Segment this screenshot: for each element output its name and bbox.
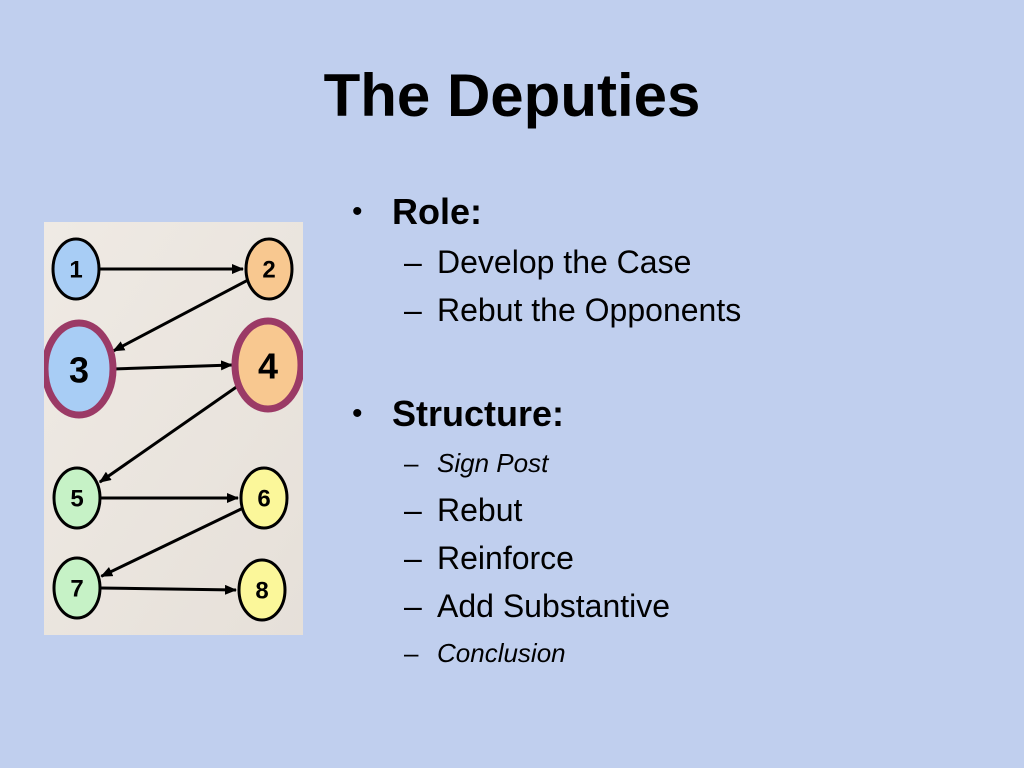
node-1: 1: [51, 237, 101, 301]
node-label-5: 5: [70, 486, 83, 513]
structure-item: – Add Substantive: [352, 582, 1012, 630]
structure-item: – Reinforce: [352, 534, 1012, 582]
role-item-rebut-opponents: Rebut the Opponents: [437, 292, 742, 328]
node-label-2: 2: [262, 257, 275, 284]
node-circle-5: [52, 466, 102, 530]
diagram-canvas: 1 2 3 4 5 6 7 8: [44, 222, 303, 635]
node-circle-8: [237, 558, 287, 622]
item-dash: –: [404, 292, 422, 328]
role-heading: Role:: [392, 191, 482, 232]
structure-item-conclusion: Conclusion: [437, 638, 566, 668]
speaker-order-diagram: 1 2 3 4 5 6 7 8: [44, 222, 303, 635]
node-6: 6: [239, 466, 289, 530]
slide-title: The Deputies: [323, 62, 701, 129]
node-label-4: 4: [258, 346, 278, 387]
node-circle-6: [239, 466, 289, 530]
node-circle-2: [244, 237, 294, 301]
item-dash: –: [404, 540, 422, 576]
node-5: 5: [52, 466, 102, 530]
structure-item-rebut: Rebut: [437, 492, 523, 528]
item-dash: –: [404, 244, 422, 280]
structure-item: – Sign Post: [352, 440, 1012, 486]
item-dash: –: [404, 588, 422, 624]
node-circle-7: [52, 556, 102, 620]
node-label-3: 3: [69, 350, 89, 391]
node-8: 8: [237, 558, 287, 622]
node-label-6: 6: [257, 486, 270, 513]
role-bullet: •: [352, 195, 363, 228]
structure-item-sign-post: Sign Post: [437, 448, 549, 478]
node-4: 4: [231, 317, 303, 413]
node-ring-3: [44, 319, 117, 419]
bullet-list: • Role: – Develop the Case – Rebut the O…: [352, 186, 1012, 676]
structure-item: – Rebut: [352, 486, 1012, 534]
arrow-2-to-3: [112, 278, 249, 353]
structure-section: • Structure: – Sign Post – Rebut – Reinf…: [352, 388, 1012, 676]
arrow-6-to-7: [100, 507, 244, 578]
node-label-1: 1: [69, 257, 82, 284]
arrow-3-to-4: [112, 360, 233, 371]
role-section: • Role: – Develop the Case – Rebut the O…: [352, 186, 1012, 334]
structure-heading: Structure:: [392, 393, 565, 434]
node-7: 7: [52, 556, 102, 620]
role-item: – Rebut the Opponents: [352, 286, 1012, 334]
role-item-develop-case: Develop the Case: [437, 244, 692, 280]
node-3: 3: [44, 319, 117, 419]
structure-item: – Conclusion: [352, 630, 1012, 676]
item-dash: –: [404, 448, 419, 478]
item-dash: –: [404, 638, 419, 668]
structure-item-reinforce: Reinforce: [437, 540, 574, 576]
node-label-7: 7: [70, 576, 83, 603]
node-ring-4: [231, 317, 303, 413]
arrow-4-to-5: [98, 384, 240, 484]
structure-bullet: •: [352, 397, 363, 430]
arrow-7-to-8: [99, 584, 237, 595]
node-circle-1: [51, 237, 101, 301]
role-item: – Develop the Case: [352, 238, 1012, 286]
structure-item-add-substantive: Add Substantive: [437, 588, 671, 624]
item-dash: –: [404, 492, 422, 528]
node-label-8: 8: [255, 578, 268, 605]
node-2: 2: [244, 237, 294, 301]
